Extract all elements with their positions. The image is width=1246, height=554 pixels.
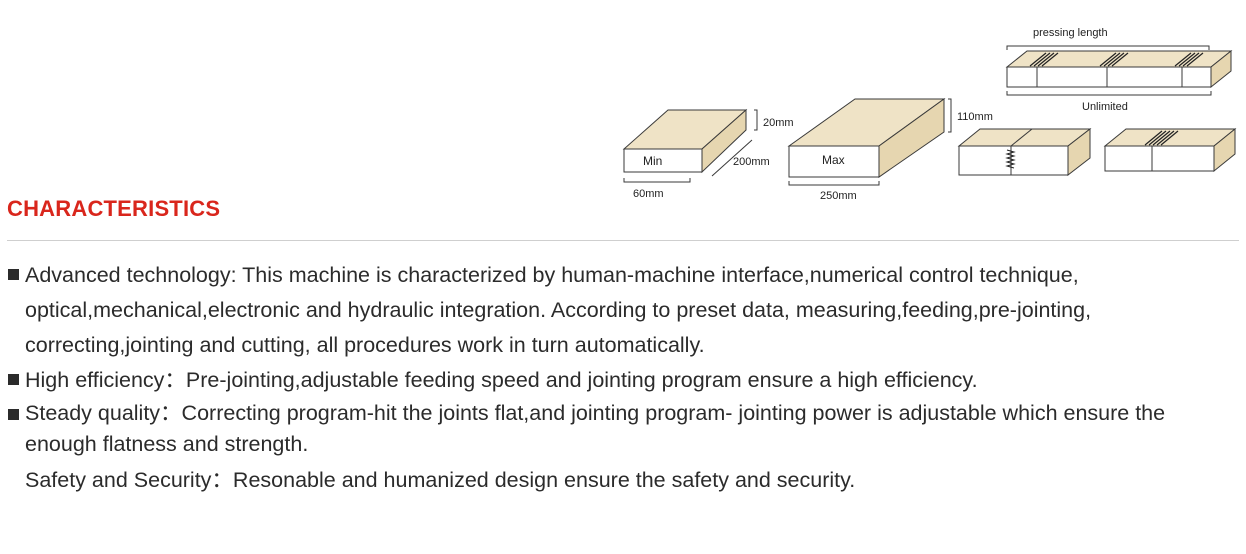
list-item-text: High efficiency：Pre-jointing,adjustable … xyxy=(25,368,978,392)
pressing-length-label: pressing length xyxy=(1033,27,1108,39)
list-item-text: Safety and Security：Resonable and humani… xyxy=(25,468,856,492)
min-height-label: 20mm xyxy=(763,117,794,129)
max-label: Max xyxy=(822,153,845,167)
square-bullet-icon xyxy=(8,374,19,385)
min-length-label: 200mm xyxy=(733,156,770,168)
square-bullet-icon xyxy=(8,269,19,280)
long-board xyxy=(1005,45,1233,96)
list-item-advanced-technology: Advanced technology: This machine is cha… xyxy=(7,258,1242,363)
unlimited-label: Unlimited xyxy=(1082,101,1128,113)
section-heading: CHARACTERISTICS xyxy=(7,196,221,221)
list-item-steady-quality: Steady quality：Correcting program-hit th… xyxy=(7,398,1242,460)
min-width-label: 60mm xyxy=(633,188,664,200)
joint-board xyxy=(957,127,1092,177)
max-length-label: 250mm xyxy=(820,190,857,200)
list-item-text: Steady quality：Correcting program-hit th… xyxy=(25,401,1166,456)
finished-joint-marks xyxy=(1144,130,1179,146)
long-board-joints xyxy=(1029,52,1204,67)
finished-joint-board xyxy=(1103,127,1237,173)
wood-dimension-diagram: Min 20mm 200mm 60mm Max 110mm 250mm pres… xyxy=(622,27,1237,200)
list-item-text: Advanced technology: This machine is cha… xyxy=(25,263,1092,357)
section-divider xyxy=(7,240,1239,241)
min-block xyxy=(622,108,758,183)
min-label: Min xyxy=(643,154,662,168)
max-height-label: 110mm xyxy=(957,111,993,123)
square-bullet-icon xyxy=(8,409,19,420)
list-item-safety-security: Safety and Security：Resonable and humani… xyxy=(7,463,1242,498)
list-item-high-efficiency: High efficiency：Pre-jointing,adjustable … xyxy=(7,363,1242,398)
max-block xyxy=(787,98,952,186)
characteristics-list: Advanced technology: This machine is cha… xyxy=(7,258,1242,498)
